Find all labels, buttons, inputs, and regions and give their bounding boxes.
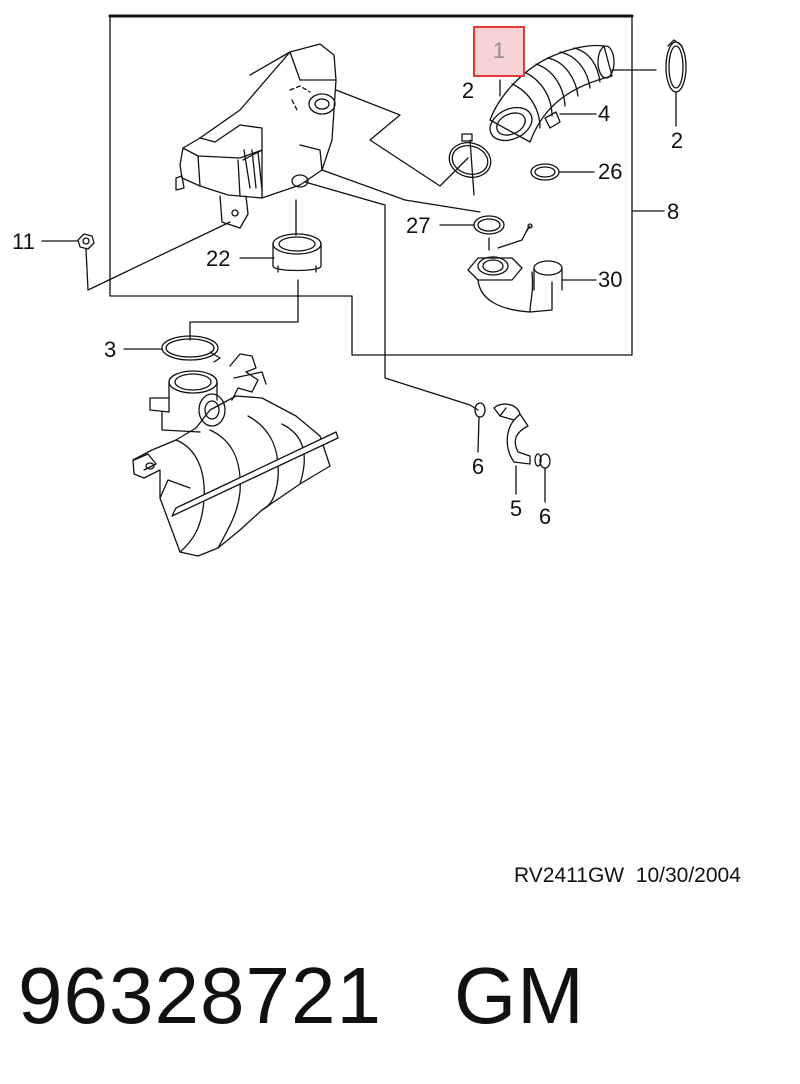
assembly-frame	[108, 14, 665, 356]
callout-3: 3	[104, 337, 116, 362]
part-number-line: 96328721 GM	[18, 950, 585, 1042]
intake-hose	[489, 44, 615, 143]
hose-5	[493, 403, 531, 465]
part-number: 96328721	[18, 951, 382, 1040]
callout-2-lower: 2	[462, 78, 474, 103]
ring-26	[530, 163, 560, 181]
nut-11	[77, 233, 95, 291]
callout-4: 4	[598, 101, 610, 126]
callout-26: 26	[598, 159, 622, 184]
callout-1: 1	[493, 38, 505, 63]
manufacturer: GM	[453, 951, 585, 1040]
adapter-22	[272, 233, 322, 273]
clamp-3	[161, 335, 221, 363]
clamp-2-lower	[448, 133, 492, 178]
callout-22: 22	[206, 246, 230, 271]
air-cleaner-housing	[175, 43, 337, 229]
callout-2-upper: 2	[671, 128, 683, 153]
seal-27	[473, 215, 505, 235]
highlight-box	[473, 26, 525, 77]
callout-leaders	[41, 91, 677, 350]
resonator-30	[467, 223, 563, 313]
callout-8: 8	[667, 199, 679, 224]
callout-30: 30	[598, 267, 622, 292]
intake-manifold	[132, 353, 339, 557]
ring-6-left	[474, 402, 486, 453]
callout-11: 11	[12, 229, 35, 254]
clamp-2-upper	[611, 39, 687, 93]
callout-27: 27	[406, 213, 430, 238]
ring-6-right	[515, 453, 551, 503]
callout-5: 5	[510, 496, 522, 521]
callout-6-right: 6	[539, 504, 551, 529]
leader-lines	[87, 79, 529, 411]
diagram-reference: RV2411GW 10/30/2004	[514, 864, 741, 887]
callout-6-left: 6	[472, 454, 484, 479]
